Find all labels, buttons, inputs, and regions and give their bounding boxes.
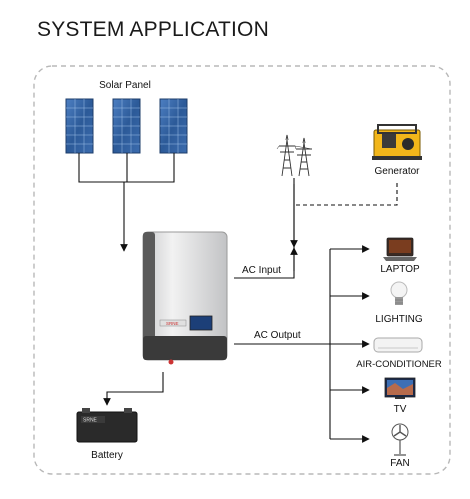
ac-input-wiring [290,178,298,271]
ac-output-label: AC Output [254,330,301,341]
generator-icon [372,124,422,160]
load-label-air-conditioner: AIR-CONDITIONER [356,359,442,370]
power-tower-icon [276,134,313,177]
tv-icon [384,377,416,399]
battery-wiring [103,372,164,406]
load-label-fan: FAN [390,458,409,469]
page-title: SYSTEM APPLICATION [37,18,269,41]
load-label-laptop: LAPTOP [380,264,420,275]
load-label-tv: TV [394,404,407,415]
air-conditioner-icon [373,337,423,353]
fan-icon [391,423,409,456]
generator-dashed-line [296,180,398,206]
battery-brand: SRNE [83,418,98,424]
battery-label: Battery [91,450,123,461]
ac-input-line [234,248,295,279]
battery-icon: SRNE [76,408,138,443]
inverter-brand: SRNE [166,321,179,326]
diagram-border [33,65,451,475]
light-bulb-icon [390,281,408,305]
solar-panel-label: Solar Panel [99,80,151,91]
generator-label: Generator [374,166,420,177]
ac-input-label: AC Input [242,265,281,276]
load-bus [329,245,370,443]
solar-panel-icon [65,98,188,154]
laptop-icon [383,237,417,261]
load-label-lighting: LIGHTING [375,314,422,325]
inverter-icon: SRNE [142,231,228,365]
solar-wiring [78,153,175,252]
